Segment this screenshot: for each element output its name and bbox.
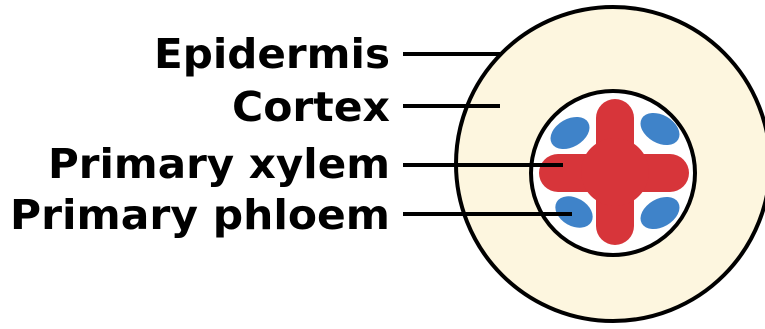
cortex-label: Cortex <box>232 83 390 131</box>
epidermis-label: Epidermis <box>154 30 390 78</box>
primary-xylem-label: Primary xylem <box>48 140 390 188</box>
primary-phloem-label: Primary phloem <box>10 191 390 239</box>
xylem-center <box>581 138 649 206</box>
